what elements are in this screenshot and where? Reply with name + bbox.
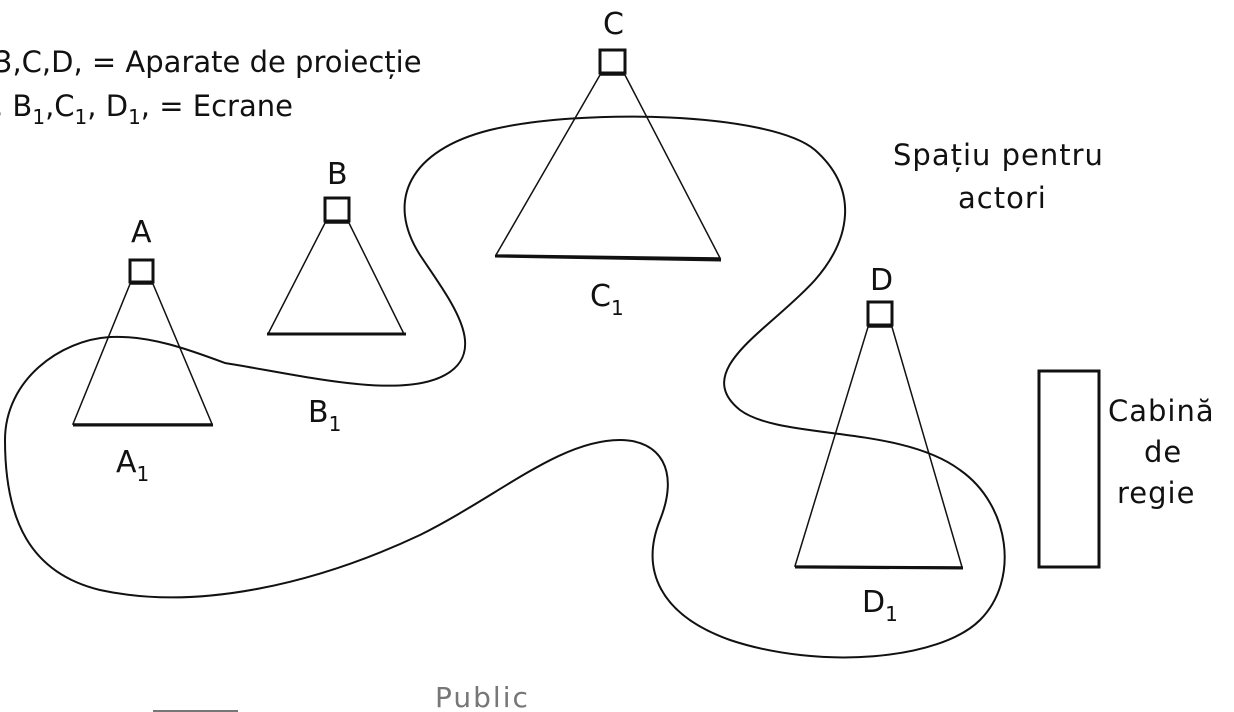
actors-space-label-line2: actori xyxy=(958,181,1047,215)
projector-d-label: D xyxy=(870,263,893,298)
acting-space-outline xyxy=(3,115,1006,659)
legend-screens-mid1: ,C xyxy=(45,89,74,123)
projector-d-icon xyxy=(866,300,894,327)
legend-screens-sub-d: 1 xyxy=(128,105,141,129)
booth-label-line1: Cabină xyxy=(1108,394,1215,428)
projection-cone-c xyxy=(494,74,722,259)
legend-projectors: 3,C,D, = Aparate de proiecție xyxy=(0,45,422,79)
screen-d1-label: D1 xyxy=(862,585,898,626)
screen-a1-label: A1 xyxy=(116,445,149,486)
legend-screens: , B1,C1, D1, = Ecrane xyxy=(0,89,293,129)
projector-a-icon xyxy=(128,258,155,284)
legend-screens-sub-c: 1 xyxy=(75,105,88,129)
booth-label-line2: de xyxy=(1144,435,1182,469)
screen-a1-letter: A xyxy=(116,445,137,480)
directors-booth-box xyxy=(1037,369,1101,569)
screen-b1-label: B1 xyxy=(308,395,341,436)
screen-c1-letter: C xyxy=(590,279,611,314)
screen-d1-letter: D xyxy=(862,585,885,620)
legend-screens-mid2: , D xyxy=(87,89,128,123)
screen-b1-sub: 1 xyxy=(329,412,342,436)
booth-label-line3: regie xyxy=(1117,476,1195,510)
projection-cone-a xyxy=(71,283,214,425)
projector-c-label: C xyxy=(603,7,624,42)
screen-d1-line xyxy=(794,565,964,570)
legend-screens-sub-b: 1 xyxy=(32,105,45,129)
projection-cone-d xyxy=(793,326,964,568)
projection-cone-b xyxy=(266,222,406,335)
screen-b1-letter: B xyxy=(308,395,329,430)
projector-c-icon xyxy=(598,48,627,75)
legend-screens-prefix: , B xyxy=(0,89,32,123)
projector-b-label: B xyxy=(327,157,348,192)
public-label: Public xyxy=(435,681,530,712)
screen-c1-sub: 1 xyxy=(611,296,624,320)
projector-b-icon xyxy=(323,196,351,223)
screen-a1-sub: 1 xyxy=(137,462,150,486)
legend-screens-suffix: , = Ecrane xyxy=(141,89,293,123)
actors-space-label-line1: Spațiu pentru xyxy=(893,138,1104,172)
screen-c1-line xyxy=(494,254,722,262)
screen-d1-sub: 1 xyxy=(885,602,898,626)
screen-c1-label: C1 xyxy=(590,279,624,320)
projector-a-label: A xyxy=(131,215,152,250)
